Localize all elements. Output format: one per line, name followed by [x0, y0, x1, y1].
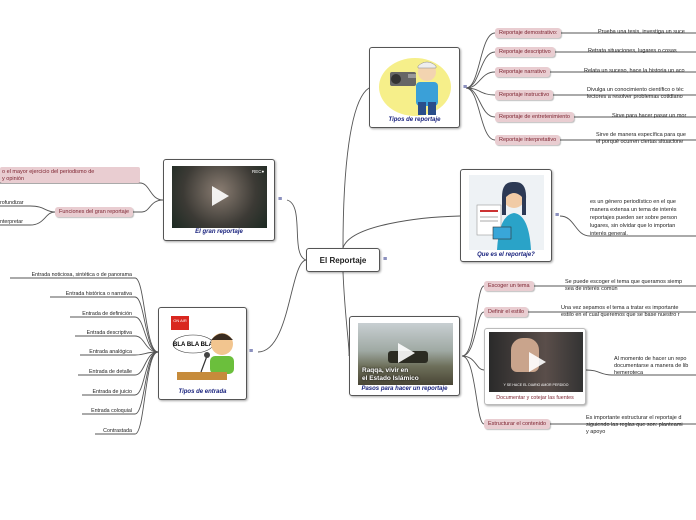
speech-bubble-text: BLA BLA BLA [173, 342, 214, 348]
topic-gran-reportaje[interactable]: REC● El gran reportaje [163, 159, 275, 241]
text-reportaje-narrativo: Relata un suceso, hace la historia un ac… [584, 68, 685, 74]
play-icon[interactable] [212, 186, 229, 206]
video-thumbnail[interactable]: REC● [172, 166, 267, 228]
topic-que-es-reportaje[interactable]: Que es el reportaje? [460, 169, 552, 262]
text-reportaje-demostrativo: Prueba una tesis, investiga un suce [598, 29, 685, 35]
pill-definir-estilo[interactable]: Definir el estilo [484, 307, 529, 317]
pill-gran-reportaje-definicion[interactable]: o el mayor ejercicio del periodismo de y… [0, 167, 140, 183]
topic-tipos-entrada[interactable]: ON AIR BLA BLA BLA Tipos de entrada [158, 307, 247, 400]
pill-escoger-tema[interactable]: Escoger un tema [484, 281, 534, 291]
rec-indicator: REC● [252, 169, 265, 174]
entrada-coloquial: Entrada coloquial [91, 408, 132, 414]
pill-estructurar-contenido[interactable]: Estructurar el contenido [484, 419, 551, 429]
video-thumbnail[interactable]: Raqqa, vivir en el Estado Islámico [358, 323, 453, 385]
pill-reportaje-descriptivo[interactable]: Reportaje descriptivo [495, 47, 555, 57]
journalist-illustration [469, 175, 544, 250]
text-definir-estilo: Una vez sepamos el tema a tratar es impo… [561, 305, 680, 318]
pill-reportaje-instructivo[interactable]: Reportaje instructivo [495, 90, 554, 100]
text-estructurar-contenido: Es importante estructurar el reportaje d… [586, 415, 683, 435]
pasos-caption: Pasos para hacer un reportaje [361, 386, 448, 392]
entrada-historica: Entrada histórica o narrativa [65, 291, 132, 297]
drag-handle-icon[interactable]: ≡ [278, 196, 283, 203]
que-es-definition: es un género periodístico en el que mane… [590, 199, 678, 237]
radio-host-illustration: ON AIR BLA BLA BLA [171, 316, 234, 380]
text-interpretar: nterpretar [0, 219, 23, 225]
gran-reportaje-caption: El gran reportaje [195, 229, 243, 235]
text-profundizar: rofundizar [0, 200, 24, 206]
entrada-juicio: Entrada de juicio [92, 389, 132, 395]
video-thumbnail[interactable]: Y SE HACE EL DIARIO AMOR PERDIDO [489, 332, 583, 392]
play-icon[interactable] [398, 343, 415, 363]
text-gran-reportaje-definicion: o el mayor ejercicio del periodismo de y… [2, 169, 95, 182]
pill-funciones-gran-reportaje[interactable]: Funciones del gran reportaje [55, 207, 134, 217]
play-icon[interactable] [529, 352, 546, 372]
text-reportaje-entretenimiento: Sirve para hacer pasar un mor [612, 113, 687, 119]
drag-handle-icon[interactable]: ≡ [383, 256, 388, 263]
entrada-contrastada: Contrastada [103, 428, 132, 434]
text-reportaje-interpretativo: Sirve de manera específica para que el p… [596, 132, 686, 145]
central-topic[interactable]: El Reportaje [306, 248, 380, 272]
text-escoger-tema: Se puede escoger el tema que queramos si… [565, 279, 683, 292]
entrada-descriptiva: Entrada descriptiva [86, 330, 132, 336]
pill-reportaje-entretenimiento[interactable]: Reportaje de entretenimiento [495, 112, 574, 122]
tipos-entrada-caption: Tipos de entrada [178, 389, 227, 395]
drag-handle-icon[interactable]: ≡ [463, 84, 468, 91]
entrada-definicion: Entrada de definición [82, 311, 132, 317]
central-topic-label: El Reportaje [319, 255, 367, 265]
que-es-caption: Que es el reportaje? [477, 252, 535, 258]
text-documentar-fuentes: Al momento de hacer un repo documentarse… [614, 356, 689, 376]
pill-reportaje-interpretativo[interactable]: Reportaje interpretativo [495, 135, 561, 145]
text-reportaje-descriptivo: Retrata situaciones, lugares o cosas [588, 48, 677, 54]
pill-reportaje-demostrativo[interactable]: Reportaje demostrativo: [495, 28, 562, 38]
pill-reportaje-narrativo[interactable]: Reportaje narrativo [495, 67, 550, 77]
topic-documentar-fuentes[interactable]: Y SE HACE EL DIARIO AMOR PERDIDO Documen… [484, 328, 586, 405]
topic-tipos-reportaje[interactable]: Tipos de reportaje [369, 47, 460, 128]
topic-pasos-reportaje[interactable]: Raqqa, vivir en el Estado Islámico Pasos… [349, 316, 460, 396]
reporter-illustration [379, 58, 451, 116]
video-subtitle: Y SE HACE EL DIARIO AMOR PERDIDO [503, 383, 569, 387]
entrada-analogica: Entrada analógica [89, 349, 132, 355]
documentar-label: Documentar y cotejar las fuentes [496, 395, 574, 401]
video-title: Raqqa, vivir en el Estado Islámico [362, 367, 419, 382]
text-reportaje-instructivo: Divulga un conocimiento científico o téc… [587, 87, 684, 100]
drag-handle-icon[interactable]: ≡ [555, 212, 560, 219]
drag-handle-icon[interactable]: ≡ [249, 348, 254, 355]
entrada-noticiosa: Entrada noticiosa, sintética o de panora… [31, 272, 132, 278]
entrada-detalle: Entrada de detalle [89, 369, 132, 375]
tipos-reportaje-caption: Tipos de reportaje [388, 117, 441, 123]
on-air-sign: ON AIR [173, 318, 187, 323]
